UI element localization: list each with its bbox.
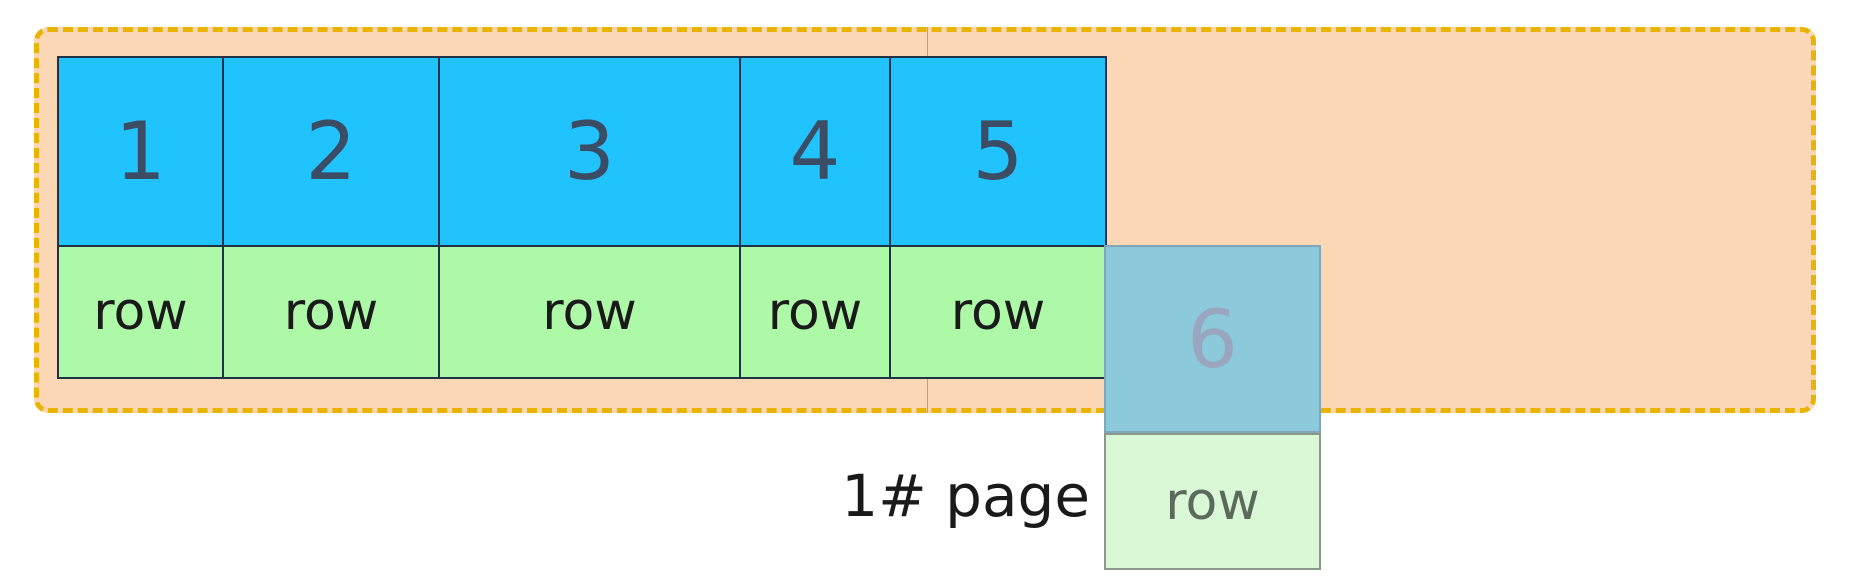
key-cell-4: 4 [739,56,891,247]
row-cell-3: row [438,245,741,379]
row-cell-2: row [222,245,440,379]
overflow-key-cell-6: 6 [1104,245,1321,433]
key-cell-1: 1 [57,56,224,247]
row-cell-5: row [889,245,1107,379]
overflow-row-cell-6: row [1104,433,1321,570]
page-label: 1# page [841,462,1090,530]
key-cell-2: 2 [222,56,440,247]
row-cell-4: row [739,245,891,379]
key-cell-3: 3 [438,56,741,247]
key-cell-5: 5 [889,56,1107,247]
row-cell-1: row [57,245,224,379]
